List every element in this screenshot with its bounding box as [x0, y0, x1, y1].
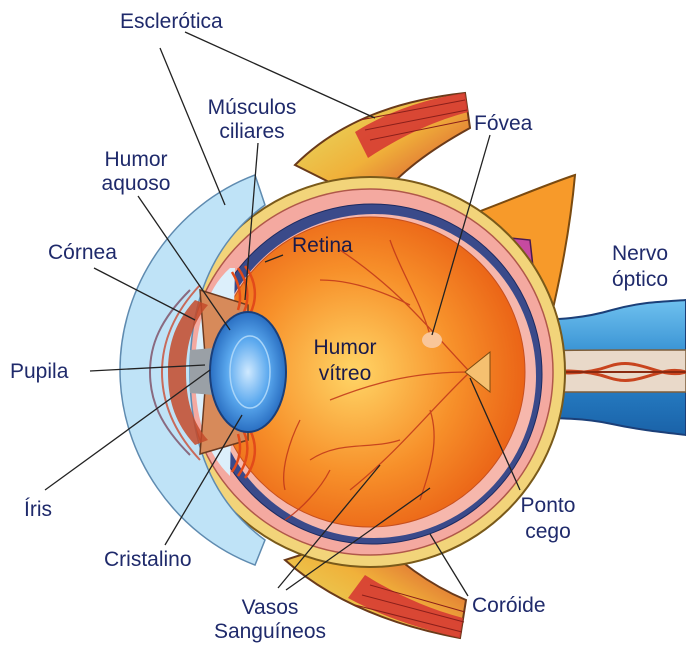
label-coroide: Coróide	[472, 594, 546, 618]
label-humor-aquoso-1: Humor	[88, 148, 184, 172]
label-esclerotica: Esclerótica	[120, 10, 223, 34]
label-musculos-ciliares-1: Músculos	[197, 96, 307, 120]
label-retina: Retina	[292, 234, 353, 258]
label-nervo-optico-2: óptico	[600, 268, 680, 292]
label-ponto-cego-2: cego	[510, 520, 586, 544]
label-cornea: Córnea	[48, 241, 117, 265]
label-humor-vitreo-2: vítreo	[305, 362, 385, 386]
label-humor-aquoso-2: aquoso	[88, 172, 184, 196]
label-fovea: Fóvea	[474, 112, 532, 136]
label-vasos-1: Vasos	[200, 596, 340, 620]
label-humor-vitreo-1: Humor	[305, 336, 385, 360]
label-pupila: Pupila	[10, 360, 68, 384]
label-nervo-optico-1: Nervo	[600, 242, 680, 266]
label-cristalino: Cristalino	[104, 548, 192, 572]
label-musculos-ciliares-2: ciliares	[197, 120, 307, 144]
label-ponto-cego-1: Ponto	[510, 494, 586, 518]
label-iris: Íris	[24, 498, 52, 522]
crystalline-lens	[210, 312, 286, 432]
label-vasos-2: Sanguíneos	[200, 620, 340, 644]
